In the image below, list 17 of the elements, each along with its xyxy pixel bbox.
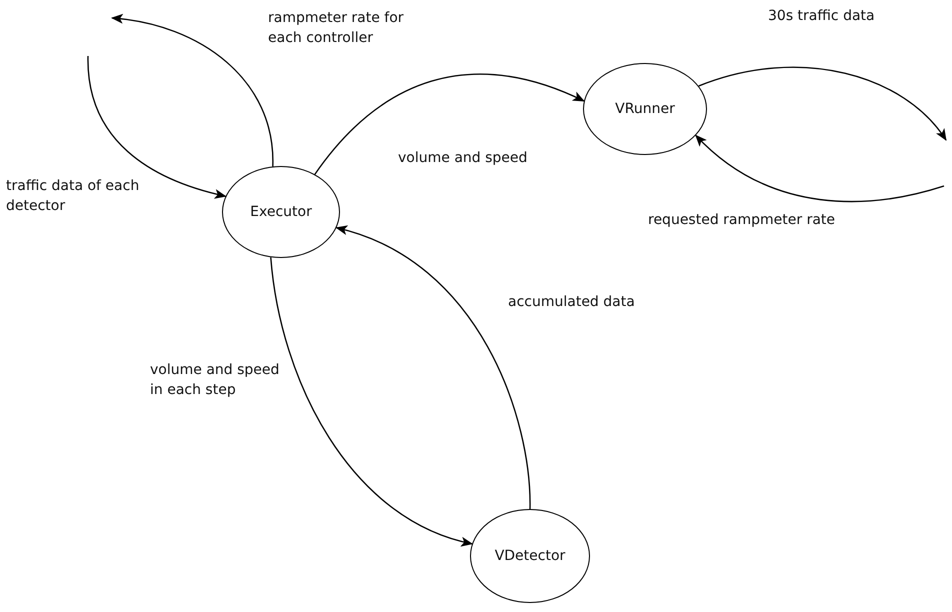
edge-label: rampmeter rate for each controller xyxy=(268,9,405,48)
edge-label: 30s traffic data xyxy=(768,7,876,26)
curved-arrow xyxy=(87,56,227,198)
curved-arrow xyxy=(270,257,473,546)
edge-label: traffic data of each detector xyxy=(6,177,140,216)
edge-label: accumulated data xyxy=(508,293,636,312)
node-label: Executor xyxy=(250,204,312,220)
node-label: VRunner xyxy=(615,101,675,117)
curved-arrow xyxy=(111,14,274,166)
curved-arrow xyxy=(695,134,944,202)
curved-arrow xyxy=(314,74,585,175)
curved-arrow xyxy=(335,226,531,510)
node-label: VDetector xyxy=(494,548,566,564)
curved-arrow xyxy=(698,66,947,141)
edge-label: volume and speed in each step xyxy=(150,361,280,400)
edge-label: volume and speed xyxy=(398,149,528,168)
edge-label: requested rampmeter rate xyxy=(648,211,836,230)
